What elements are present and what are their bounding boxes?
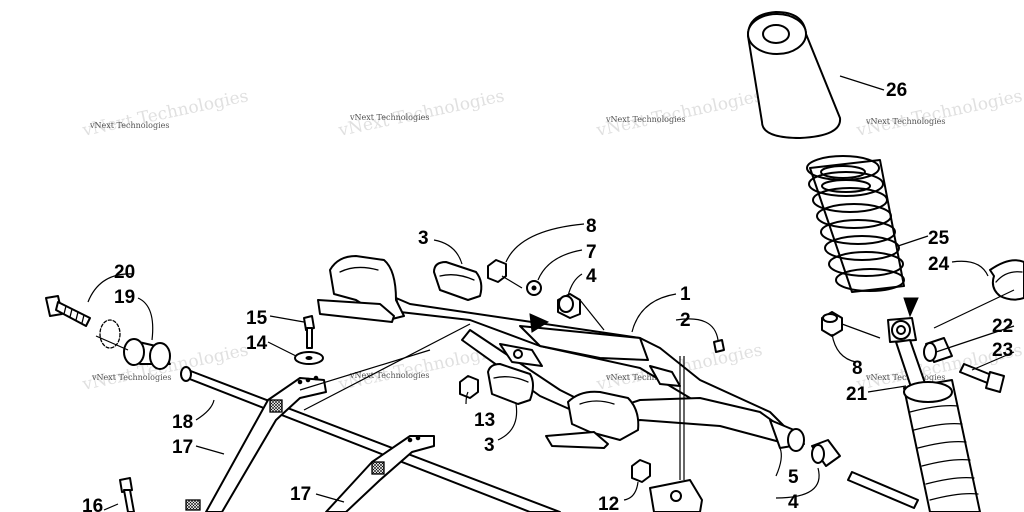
callout-22: 22: [992, 316, 1013, 337]
watermark-text: vNext Technologies: [349, 371, 429, 380]
part-17-rail-bottom: [185, 499, 201, 511]
callout-24: 24: [928, 254, 950, 275]
shock-absorber: [887, 317, 981, 512]
part-13-nut: [459, 375, 479, 399]
watermark-text: vNext Technologies: [605, 373, 685, 382]
callout-23: 23: [992, 340, 1013, 361]
watermark-bg: vNext Technologies: [80, 86, 250, 141]
part-19-bushing: [123, 338, 171, 370]
part-23-bolt: [959, 363, 1005, 393]
callout-17-left: 17: [172, 437, 193, 458]
callout-15: 15: [246, 308, 268, 329]
callout-3-lower: 3: [484, 435, 495, 456]
part-2-grease-fitting: [713, 339, 725, 353]
watermark-text: vNext Technologies: [865, 373, 945, 382]
part-25-spring: [806, 155, 905, 293]
part-22-bushing: [923, 337, 953, 363]
callout-26: 26: [886, 80, 907, 101]
watermark-text: vNext Technologies: [605, 115, 685, 124]
part-washer-left: [99, 319, 121, 349]
callout-labels: 26 25 24 22 23 8 21 3 8 7 4 1 2 13 3 12 …: [82, 80, 1013, 512]
part-bracket-lower: [649, 479, 703, 512]
watermark-text: vNext Technologies: [349, 113, 429, 122]
callout-21: 21: [846, 384, 868, 405]
callout-18: 18: [172, 412, 193, 433]
part-8-nut-top: [487, 259, 507, 283]
callout-8-right: 8: [852, 358, 863, 379]
watermark-text: vNext Technologies: [89, 121, 169, 130]
watermark-1: vNext Technologies vNext Technologies: [80, 86, 250, 141]
callout-3-upper: 3: [418, 228, 429, 249]
part-17-rail-left: [205, 375, 327, 512]
callout-12: 12: [598, 494, 619, 512]
part-7-star-washer: [526, 280, 542, 296]
part-3-cover-lower: [487, 363, 534, 405]
callout-14: 14: [246, 333, 268, 354]
part-15-bolt: [303, 315, 315, 349]
callout-25: 25: [928, 228, 950, 249]
watermark-text: vNext Technologies: [865, 117, 945, 126]
part-5-bolt-long: [847, 471, 919, 509]
callout-19: 19: [114, 287, 135, 308]
callout-16: 16: [82, 496, 103, 512]
callout-20: 20: [114, 262, 135, 283]
callout-1: 1: [680, 284, 691, 305]
part-4-bushing-top: [557, 293, 581, 319]
callout-7: 7: [586, 242, 597, 263]
callout-2: 2: [680, 310, 691, 331]
direction-arrow-right: [903, 297, 919, 318]
callout-5: 5: [788, 467, 799, 488]
callout-8-top: 8: [586, 216, 597, 237]
watermark-text: vNext Technologies: [91, 373, 171, 382]
leader-lines: [87, 75, 1015, 511]
callout-4-lower: 4: [788, 492, 799, 512]
watermark-2: vNext Technologies vNext Technologies: [336, 86, 506, 141]
part-16-bolt: [119, 477, 135, 512]
callout-13: 13: [474, 410, 495, 431]
direction-arrow-left: [529, 313, 550, 333]
part-4-bushing-lower: [811, 439, 841, 467]
callout-4-top: 4: [586, 266, 597, 287]
watermark-bg: vNext Technologies: [594, 86, 764, 141]
part-14-washer: [294, 351, 324, 365]
watermark-bg: vNext Technologies: [854, 86, 1024, 141]
part-3-cover-upper: [433, 261, 483, 301]
part-26-boot: [747, 11, 842, 139]
part-12-nut: [631, 459, 651, 483]
pivot-housing-upper: [317, 255, 405, 323]
watermark-3: vNext Technologies vNext Technologies: [594, 86, 764, 141]
part-17-rail-right: [325, 435, 435, 512]
pivot-housing-lower: [545, 390, 640, 449]
part-20-bolt: [45, 295, 91, 327]
part-24-retainer: [989, 259, 1024, 301]
part-8-nut-right: [821, 311, 843, 337]
watermark-4: vNext Technologies vNext Technologies: [854, 86, 1024, 141]
callout-17-bottom: 17: [290, 484, 311, 505]
